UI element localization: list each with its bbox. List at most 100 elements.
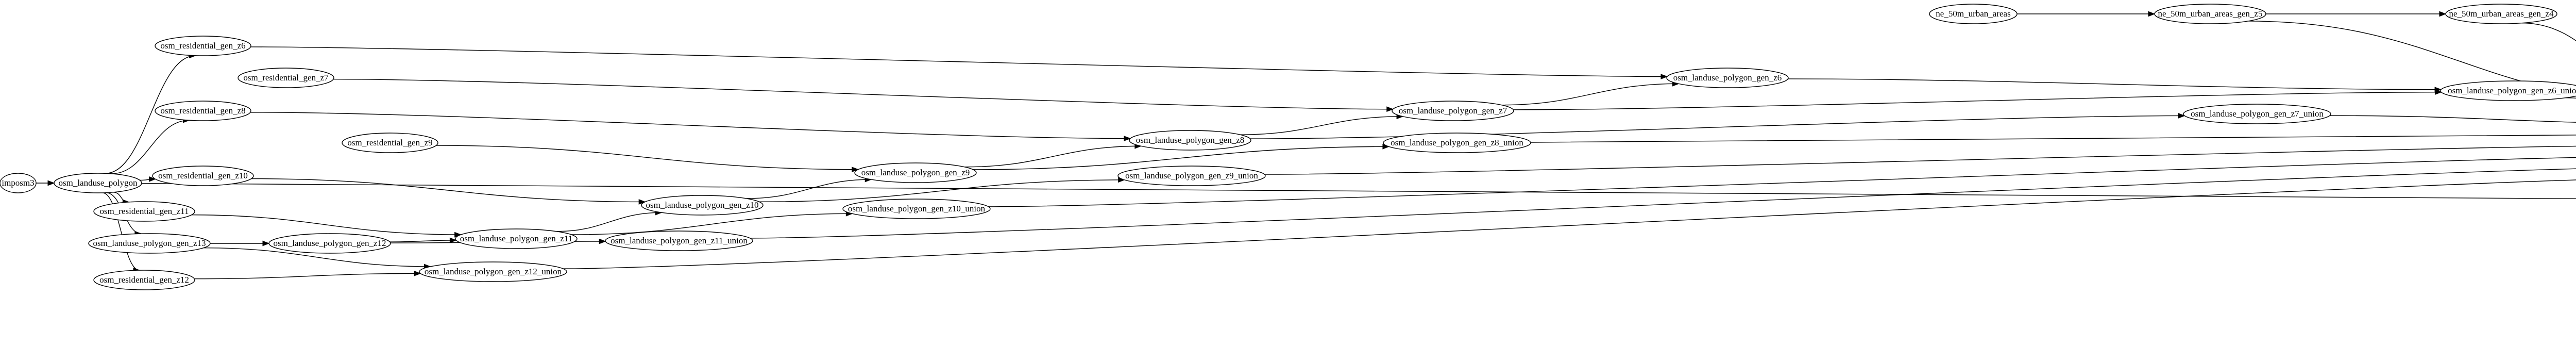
edge-arrowhead [47, 180, 55, 186]
graph-edge [563, 179, 2576, 269]
node-label: osm_landuse_polygon_gen_z9_union [1125, 171, 1258, 180]
node-label: osm_residential_gen_z6 [160, 41, 245, 51]
graph-edge [2248, 21, 2576, 94]
node-label: osm_landuse_polygon_gen_z8 [1136, 135, 1245, 145]
node-label: osm_landuse_polygon_gen_z7_union [2191, 109, 2324, 119]
node-ellipse [641, 195, 764, 216]
node-ellipse [93, 201, 195, 222]
graph-node-ne_50m_urban_areas_gen_z5[interactable]: ne_50m_urban_areas_gen_z5 [2154, 4, 2266, 24]
edge-arrowhead [852, 167, 859, 173]
edge-arrowhead [414, 271, 421, 276]
graph-node-osm_landuse_polygon_gen_z9_union[interactable]: osm_landuse_polygon_gen_z9_union [1117, 166, 1266, 186]
node-ellipse [54, 173, 142, 193]
graph-node-osm_landuse_polygon_gen_z7[interactable]: osm_landuse_polygon_gen_z7 [1392, 101, 1514, 121]
node-label: osm_residential_gen_z10 [158, 171, 248, 180]
node-layer: imposm3 osm_landuse_polygon osm_residentia… [0, 4, 2576, 290]
node-label: osm_landuse_polygon_gen_z13 [93, 238, 206, 248]
node-label: osm_landuse_polygon_gen_z6 [1673, 73, 1782, 83]
edge-arrowhead [262, 240, 270, 246]
graph-node-osm_residential_gen_z12[interactable]: osm_residential_gen_z12 [93, 270, 195, 290]
graph-edge [436, 145, 858, 170]
node-label: osm_landuse_polygon_gen_z11 [460, 234, 572, 243]
node-label: ne_50m_urban_areas_gen_z4 [2449, 9, 2554, 19]
node-ellipse [268, 233, 391, 254]
graph-edge [2329, 115, 2576, 123]
graph-edge [988, 157, 2576, 207]
graph-node-osm_landuse_polygon_gen_z12_union[interactable]: osm_landuse_polygon_gen_z12_union [419, 261, 567, 282]
graph-edge [389, 240, 456, 242]
graph-edge [1501, 83, 1679, 106]
edge-arrowhead [599, 238, 606, 244]
node-ellipse [342, 133, 438, 153]
graph-node-osm_landuse_polygon_gen_z6_union[interactable]: osm_landuse_polygon_gen_z6_union [2440, 80, 2576, 101]
graph-node-osm_landuse_polygon_gen_z10[interactable]: osm_landuse_polygon_gen_z10 [641, 195, 764, 216]
node-label: osm_landuse_polygon_gen_z7 [1399, 106, 1507, 116]
graph-node-osm_residential_gen_z9[interactable]: osm_residential_gen_z9 [342, 133, 438, 153]
edge-arrowhead [1124, 136, 1131, 141]
graph-edge [759, 179, 1125, 203]
graph-node-osm_landuse_polygon_gen_z6[interactable]: osm_landuse_polygon_gen_z6 [1666, 68, 1789, 88]
graph-node-osm_residential_gen_z7[interactable]: osm_residential_gen_z7 [238, 68, 334, 88]
graph-edge [750, 168, 2576, 239]
node-ellipse [854, 162, 977, 183]
graph-node-osm_landuse_polygon_gen_z9[interactable]: osm_landuse_polygon_gen_z9 [854, 162, 977, 183]
graph-edge [1250, 115, 2185, 139]
graph-node-osm_landuse_polygon[interactable]: osm_landuse_polygon [54, 173, 142, 193]
node-ellipse [2445, 4, 2557, 24]
graph-node-osm_landuse_polygon_gen_z12[interactable]: osm_landuse_polygon_gen_z12 [268, 233, 391, 254]
node-ellipse [1392, 101, 1514, 121]
node-ellipse [238, 68, 334, 88]
node-ellipse [1666, 68, 1789, 88]
graph-edge [204, 247, 431, 267]
graph-node-osm_residential_gen_z8[interactable]: osm_residential_gen_z8 [155, 101, 251, 121]
graph-node-osm_landuse_polygon_gen_z13[interactable]: osm_landuse_polygon_gen_z13 [88, 233, 211, 254]
node-ellipse [88, 233, 211, 254]
graph-edge [964, 145, 1141, 168]
graph-node-osm_landuse_polygon_gen_z11[interactable]: osm_landuse_polygon_gen_z11 [455, 228, 578, 249]
graph-edge [2521, 22, 2576, 41]
graph-node-osm_residential_gen_z6[interactable]: osm_residential_gen_z6 [155, 36, 251, 56]
graph-edge [973, 146, 1389, 170]
edge-arrowhead [149, 176, 157, 182]
graph-edge [2565, 97, 2576, 98]
node-ellipse [1129, 130, 1251, 151]
node-ellipse [2440, 80, 2576, 101]
node-ellipse [419, 261, 567, 282]
node-label: imposm3 [2, 178, 34, 188]
edge-arrowhead [2439, 11, 2447, 17]
edge-arrowhead [1660, 74, 1668, 79]
graph-edge [1788, 78, 2442, 90]
graph-edge [1240, 116, 1403, 135]
edge-arrowhead [2434, 87, 2442, 93]
node-label: osm_landuse_polygon_gen_z12 [273, 238, 386, 248]
graph-edge [571, 213, 853, 235]
graph-node-osm_landuse_polygon_gen_z10_union[interactable]: osm_landuse_polygon_gen_z10_union [842, 199, 991, 219]
graph-edge [111, 120, 190, 174]
graph-node-osm_residential_gen_z10[interactable]: osm_residential_gen_z10 [152, 166, 254, 186]
graph-node-osm_residential_gen_z11[interactable]: osm_residential_gen_z11 [93, 201, 195, 222]
graph-edge [102, 192, 140, 271]
node-label: osm_landuse_polygon [59, 178, 138, 188]
graph-node-osm_landuse_polygon_gen_z8_union[interactable]: osm_landuse_polygon_gen_z8_union [1383, 133, 1531, 153]
graph-node-osm_landuse_polygon_gen_z8[interactable]: osm_landuse_polygon_gen_z8 [1129, 130, 1251, 151]
graph-node-osm_landuse_polygon_gen_z7_union[interactable]: osm_landuse_polygon_gen_z7_union [2183, 104, 2331, 124]
edge-arrowhead [638, 199, 646, 205]
node-label: osm_residential_gen_z11 [99, 206, 189, 216]
node-ellipse [842, 199, 991, 219]
node-ellipse [155, 101, 251, 121]
node-ellipse [155, 36, 251, 56]
node-label: osm_landuse_polygon_gen_z9 [861, 168, 970, 177]
node-label: ne_50m_urban_areas_gen_z5 [2158, 9, 2263, 19]
graph-edge [191, 215, 461, 235]
edge-arrowhead [2178, 113, 2185, 119]
graph-node-ne_50m_urban_areas_gen_z4[interactable]: ne_50m_urban_areas_gen_z4 [2445, 4, 2557, 24]
graph-node-ne_50m_urban_areas[interactable]: ne_50m_urban_areas [1929, 4, 2018, 24]
node-label: osm_landuse_polygon_gen_z6_union [2448, 86, 2576, 95]
graph-edge [333, 78, 1393, 110]
node-ellipse [93, 270, 195, 290]
graph-node-osm_landuse_polygon_gen_z11_union[interactable]: osm_landuse_polygon_gen_z11_union [605, 231, 753, 251]
node-label: osm_landuse_polygon_gen_z12_union [425, 267, 562, 276]
graph-node-imposm3[interactable]: imposm3 [0, 173, 37, 193]
